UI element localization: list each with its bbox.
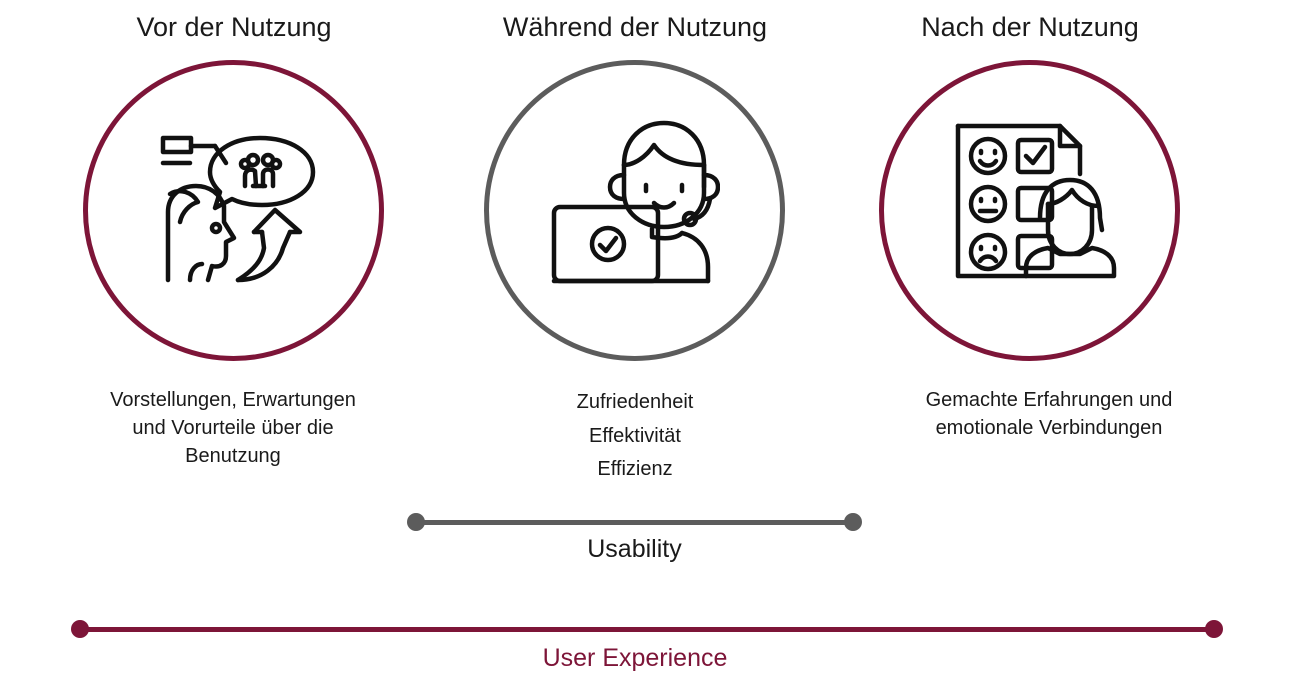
description-line: Effektivität <box>589 424 681 447</box>
user-experience-label: User Experience <box>542 644 728 672</box>
user-experience-line <box>80 627 1214 632</box>
user-experience-start-dot <box>71 620 89 638</box>
user-experience-end-dot <box>1205 620 1223 638</box>
phase-description-after: Gemachte Erfahrungen und emotionale Verb… <box>879 386 1219 442</box>
phase-title-during: Während der Nutzung <box>502 12 768 42</box>
phase-circle-during <box>484 60 785 361</box>
usability-start-dot <box>407 513 425 531</box>
phase-title-after: Nach der Nutzung <box>921 12 1139 42</box>
phase-title-before: Vor der Nutzung <box>136 12 332 42</box>
person-laptop-checkmark-icon <box>551 120 720 284</box>
phase-description-during: Zufriedenheit Effektivität Effizienz <box>465 386 805 487</box>
phase-circle-before <box>83 60 384 361</box>
usability-line <box>416 520 852 525</box>
description-line: und Vorurteile über die <box>132 417 334 439</box>
description-line: Vorstellungen, Erwartungen <box>110 389 356 411</box>
description-line: Zufriedenheit <box>576 391 694 413</box>
description-line: emotionale Verbindungen <box>935 417 1163 439</box>
usability-label: Usability <box>587 535 682 563</box>
phase-circle-after <box>879 60 1180 361</box>
user-thinking-arrow-icon <box>160 135 316 283</box>
description-line: Effizienz <box>597 458 673 480</box>
description-line: Gemachte Erfahrungen und <box>925 389 1173 411</box>
feedback-form-smileys-icon <box>955 123 1117 279</box>
usability-end-dot <box>844 513 862 531</box>
description-line: Benutzung <box>185 445 281 467</box>
phase-description-before: Vorstellungen, Erwartungen und Vorurteil… <box>63 386 403 470</box>
